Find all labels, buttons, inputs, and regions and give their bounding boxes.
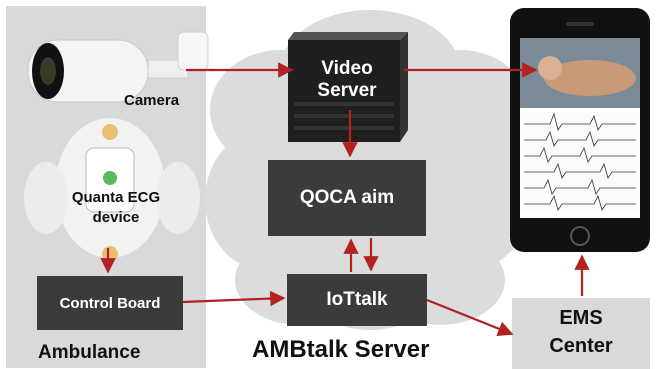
arrow-iottalk-to-ems	[426, 298, 514, 337]
ecg-device-label-line1: Quanta ECG	[71, 189, 161, 206]
ambtalk-server-label: AMBtalk Server	[252, 336, 430, 363]
camera-label: Camera	[124, 92, 180, 109]
ambulance-label: Ambulance	[38, 342, 141, 363]
iottalk-label: IoTtalk	[326, 289, 388, 310]
ecg-device-label: Quanta ECG device	[46, 188, 186, 228]
video-server-label-line1: Video	[321, 58, 373, 79]
video-server-label-line2: Server	[317, 80, 377, 101]
ecg-device-label-line2: device	[92, 209, 140, 226]
control-board-label: Control Board	[59, 294, 161, 312]
video-server-box: Video Server	[312, 52, 382, 108]
ems-center-panel	[512, 298, 650, 369]
ems-center-label-line2: Center	[549, 335, 613, 357]
ems-center-label-line1: EMS	[559, 307, 603, 329]
control-board-box: Control Board	[37, 276, 183, 330]
iottalk-box: IoTtalk	[287, 274, 427, 326]
qoca-aim-box: QOCA aim	[268, 160, 426, 236]
ems-center-label: EMS Center	[512, 304, 650, 360]
qoca-aim-label: QOCA aim	[299, 187, 395, 208]
arrow-control-board-to-iottalk	[182, 290, 286, 307]
